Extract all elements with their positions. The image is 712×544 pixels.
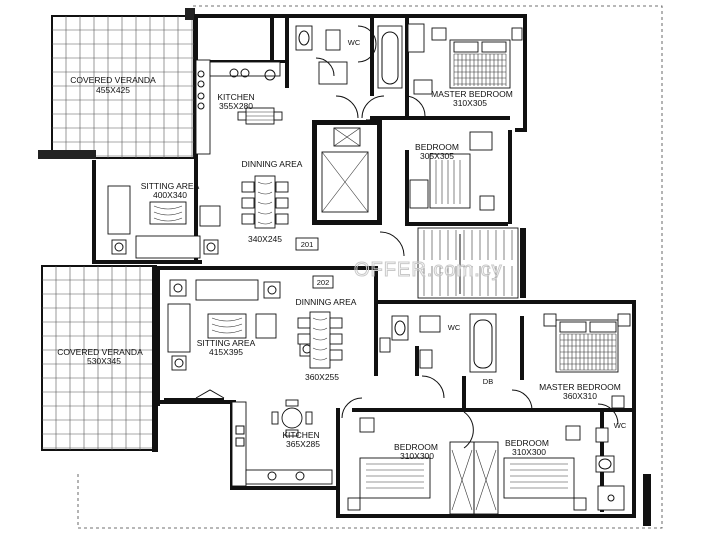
sitting-upper-furniture	[107, 185, 221, 259]
bedroom-upper-bed	[409, 131, 495, 211]
bedroom-lower-left-bed	[347, 417, 431, 511]
tag-wc-lower-right: WC	[614, 421, 627, 430]
tag-wc-lower: WC	[448, 323, 461, 332]
master-bedroom-upper-bed	[431, 27, 523, 89]
dining-lower-table	[297, 311, 343, 369]
wardrobes-lower	[449, 441, 499, 515]
label-sitting-lower: SITTING AREA	[197, 338, 256, 348]
size-kitchen-lower: 365X285	[286, 439, 320, 449]
door-swings-lower	[195, 375, 619, 449]
size-covered-veranda-lower: 530X345	[87, 356, 121, 366]
unit-202-box	[312, 275, 334, 289]
label-kitchen-lower: KITCHEN	[282, 430, 319, 440]
plot-boundary	[77, 5, 663, 529]
size-covered-veranda-upper: 455X425	[96, 85, 130, 95]
tag-db-lower: DB	[483, 377, 493, 386]
label-dining-lower: DINNING AREA	[296, 297, 357, 307]
size-sitting-lower: 415X395	[209, 347, 243, 357]
bedroom-lower-right-bed	[503, 425, 587, 511]
upper-bathrooms	[295, 23, 433, 95]
tag-wc-upper: WC	[348, 38, 361, 47]
size-master-bedroom-lower: 360X310	[563, 391, 597, 401]
label-dining-upper: DINNING AREA	[242, 159, 303, 169]
elevator-shaft	[321, 127, 369, 213]
size-master-bedroom-upper: 310X305	[453, 98, 487, 108]
label-master-bedroom-upper: MASTER BEDROOM	[431, 89, 513, 99]
door-swings	[315, 25, 426, 257]
watermark: OFFER.com.cy	[354, 259, 503, 281]
size-kitchen-upper: 355X280	[219, 101, 253, 111]
tag-unit-201: 201	[301, 240, 314, 249]
label-bedroom-lower-left: BEDROOM	[394, 442, 438, 452]
size-bedroom-lower-left: 310X300	[400, 451, 434, 461]
label-sitting-upper: SITTING AREA	[141, 181, 200, 191]
kitchen-lower	[164, 398, 333, 487]
lower-bathrooms	[379, 313, 625, 511]
size-bedroom-upper: 305X305	[420, 151, 454, 161]
size-dining-upper: 340X245	[248, 234, 282, 244]
dining-upper-table	[241, 175, 289, 229]
label-bedroom-lower-right: BEDROOM	[505, 438, 549, 448]
label-covered-veranda-upper: COVERED VERANDA	[70, 75, 156, 85]
stairs	[417, 227, 526, 299]
size-bedroom-lower-right: 310X300	[512, 447, 546, 457]
label-kitchen-upper: KITCHEN	[217, 92, 254, 102]
tag-db-upper: DB	[366, 117, 376, 126]
unit-201-box	[295, 237, 319, 251]
tag-unit-202: 202	[317, 278, 330, 287]
kitchen-upper-table	[237, 107, 283, 125]
covered-veranda-lower	[41, 265, 158, 452]
size-sitting-upper: 400X340	[153, 190, 187, 200]
size-dining-lower: 360X255	[305, 372, 339, 382]
label-bedroom-upper: BEDROOM	[415, 142, 459, 152]
covered-veranda-upper	[38, 8, 195, 159]
kitchen-upper-counters	[195, 59, 281, 155]
label-master-bedroom-lower: MASTER BEDROOM	[539, 382, 621, 392]
master-bedroom-lower-bed	[543, 313, 631, 409]
label-covered-veranda-lower: COVERED VERANDA	[57, 347, 143, 357]
